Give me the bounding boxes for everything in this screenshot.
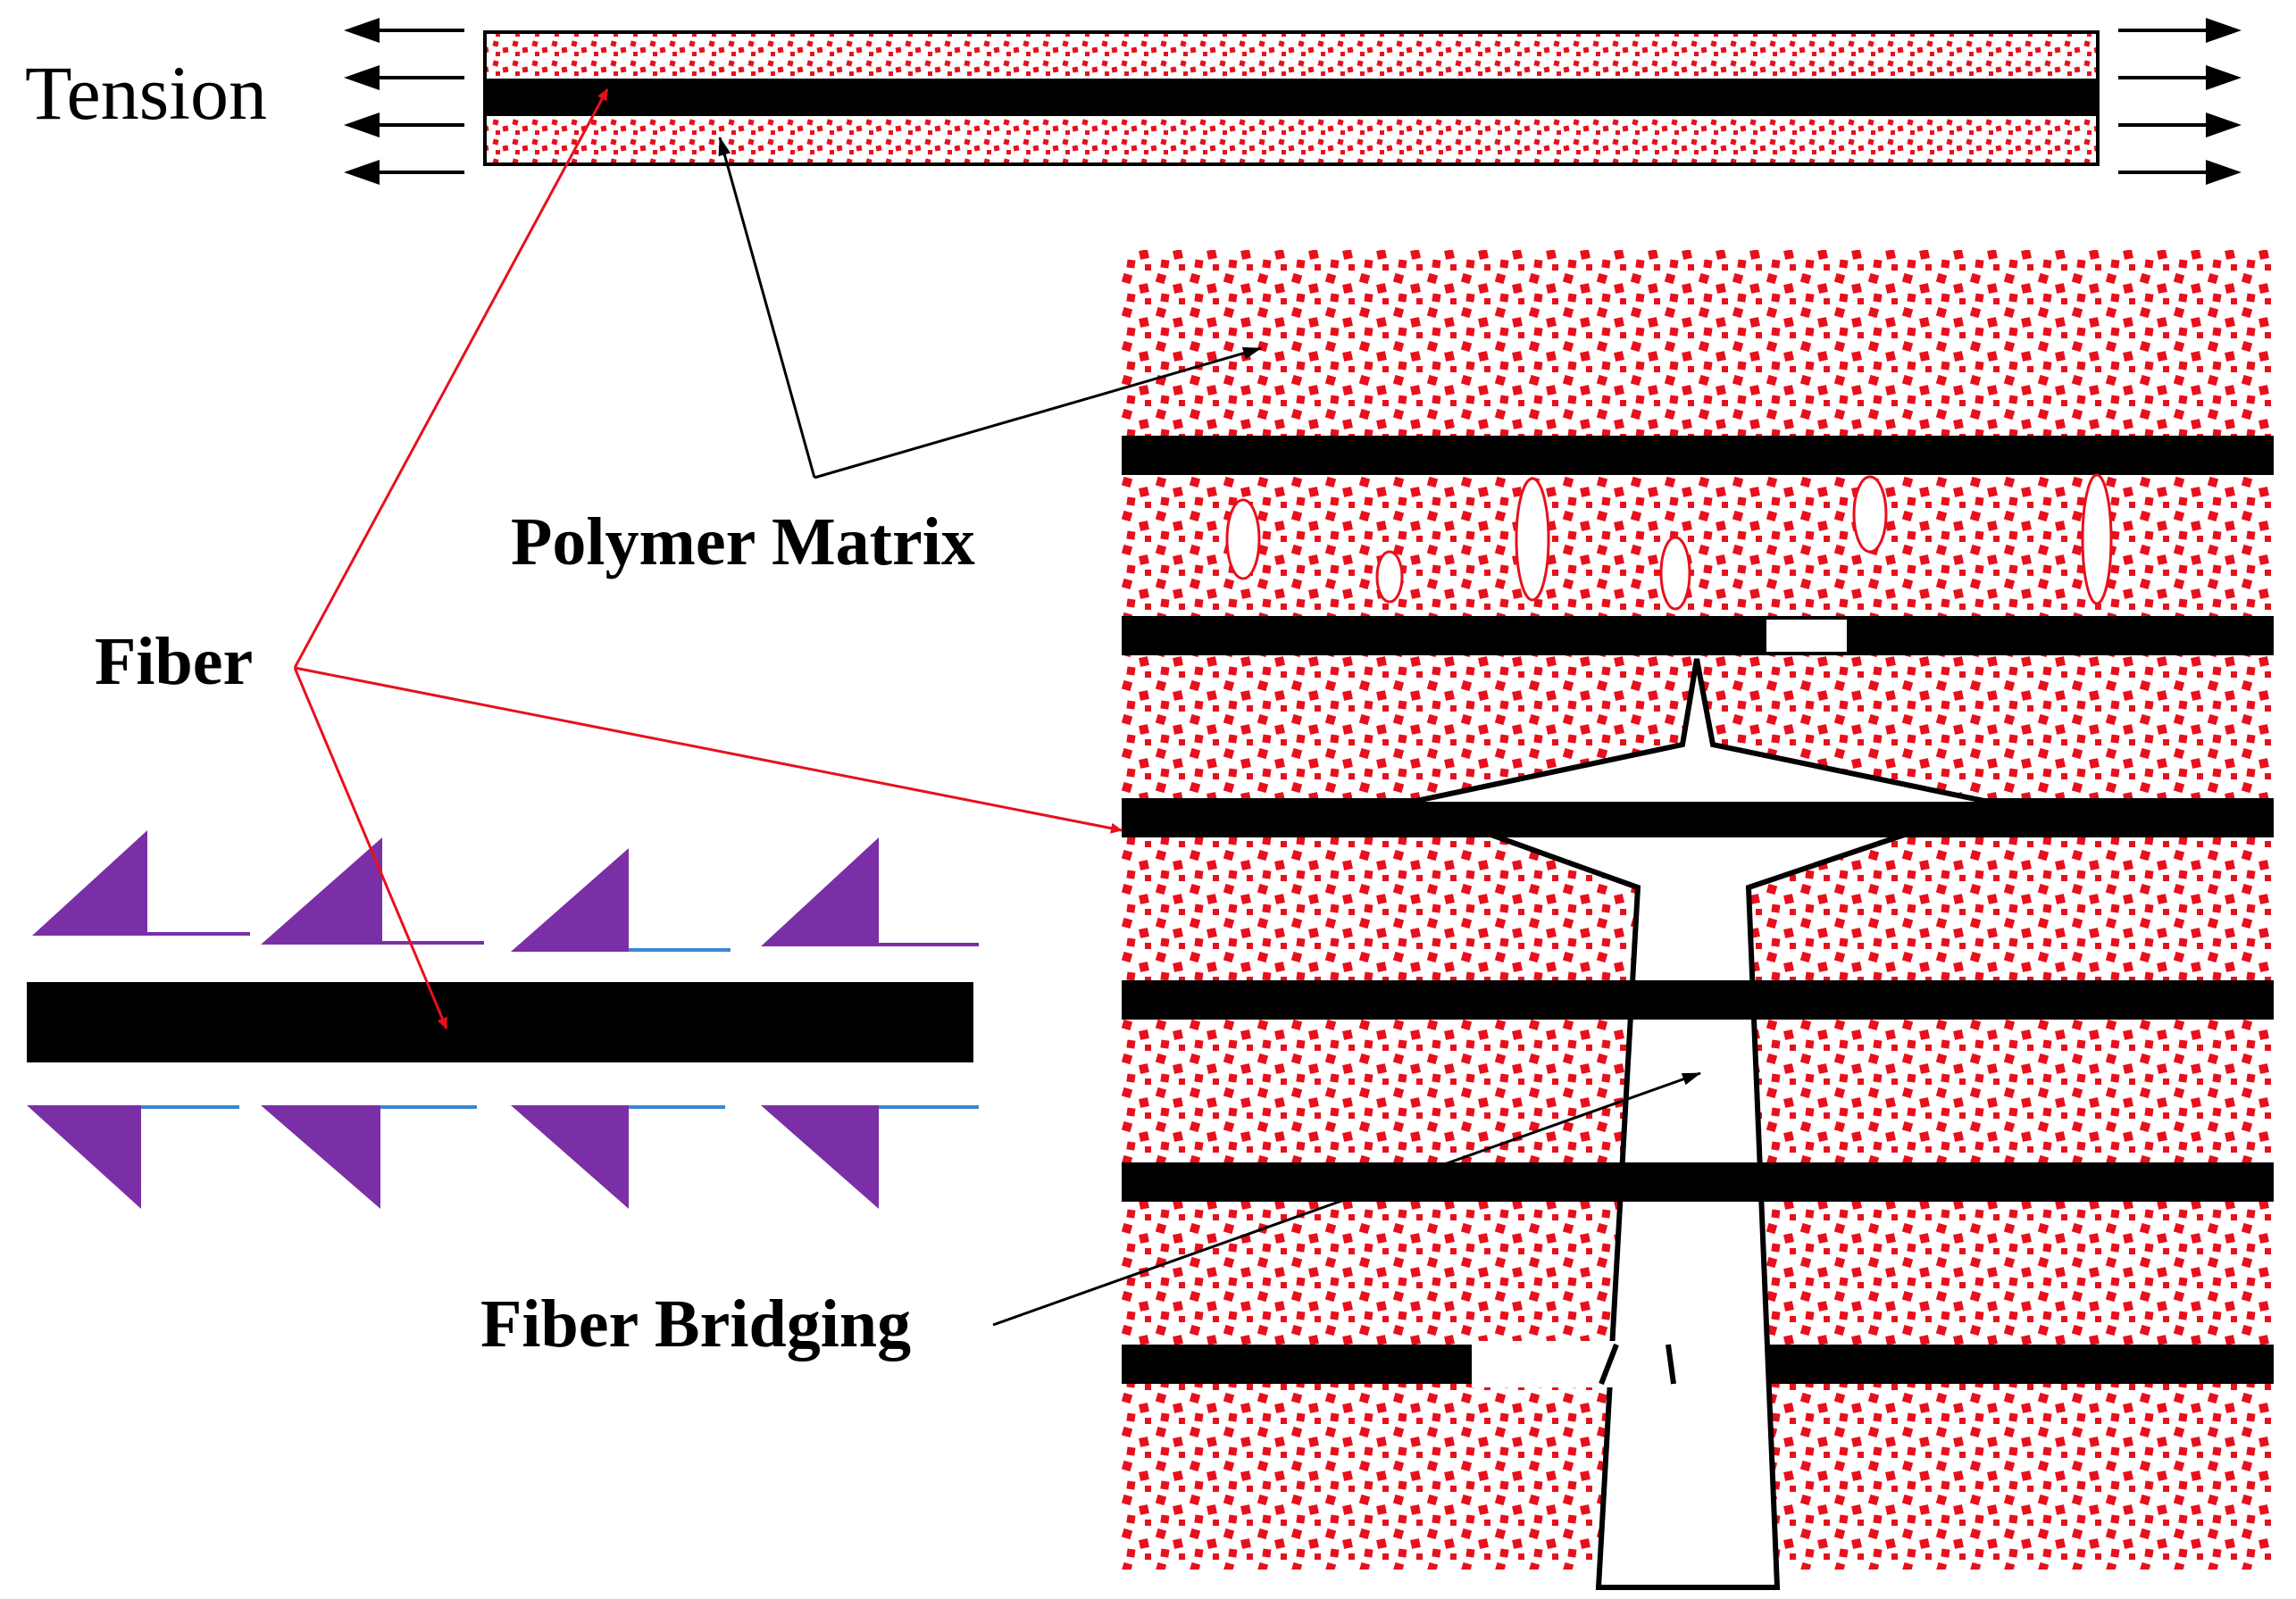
top-triangles: [32, 830, 979, 952]
matrix-voids: [1225, 473, 2113, 611]
tension-arrows-right: [2118, 18, 2242, 185]
triangle-icon: [761, 837, 879, 946]
polymer-matrix-leaders: [718, 137, 1262, 479]
isolated-fiber: [27, 982, 973, 1062]
cracked-composite-block: [1122, 250, 2274, 1590]
block-fiber-1: [1122, 436, 2274, 475]
fiber-interface-schematic: [27, 830, 979, 1209]
triangle-icon: [32, 830, 147, 936]
fiber-debond-gap: [1766, 620, 1847, 652]
bottom-triangles: [27, 1105, 979, 1209]
fiber-bridging-label: Fiber Bridging: [480, 1287, 911, 1362]
triangle-icon: [761, 1105, 879, 1209]
triangle-icon: [511, 848, 629, 952]
bridging-fiber-1: [1404, 802, 1997, 837]
crack-opening: [1394, 658, 2008, 1590]
triangle-icon: [261, 837, 382, 945]
triangle-icon: [261, 1105, 380, 1209]
tension-specimen: [483, 30, 2100, 166]
fiber-leaders: [293, 88, 1123, 1029]
specimen-fiber: [485, 79, 2098, 116]
tension-label: Tension: [25, 50, 267, 136]
block-fiber-2: [1122, 616, 2274, 655]
fiber-bridging-leader: [992, 1071, 1701, 1327]
tension-arrows-left: [344, 18, 464, 185]
triangle-icon: [511, 1105, 629, 1209]
bridging-fiber-3: [1620, 1162, 1788, 1202]
fiber-label: Fiber: [95, 624, 253, 699]
polymer-matrix-label: Polymer Matrix: [511, 504, 975, 579]
bridging-fiber-2: [1625, 980, 1786, 1020]
triangle-icon: [27, 1105, 141, 1209]
